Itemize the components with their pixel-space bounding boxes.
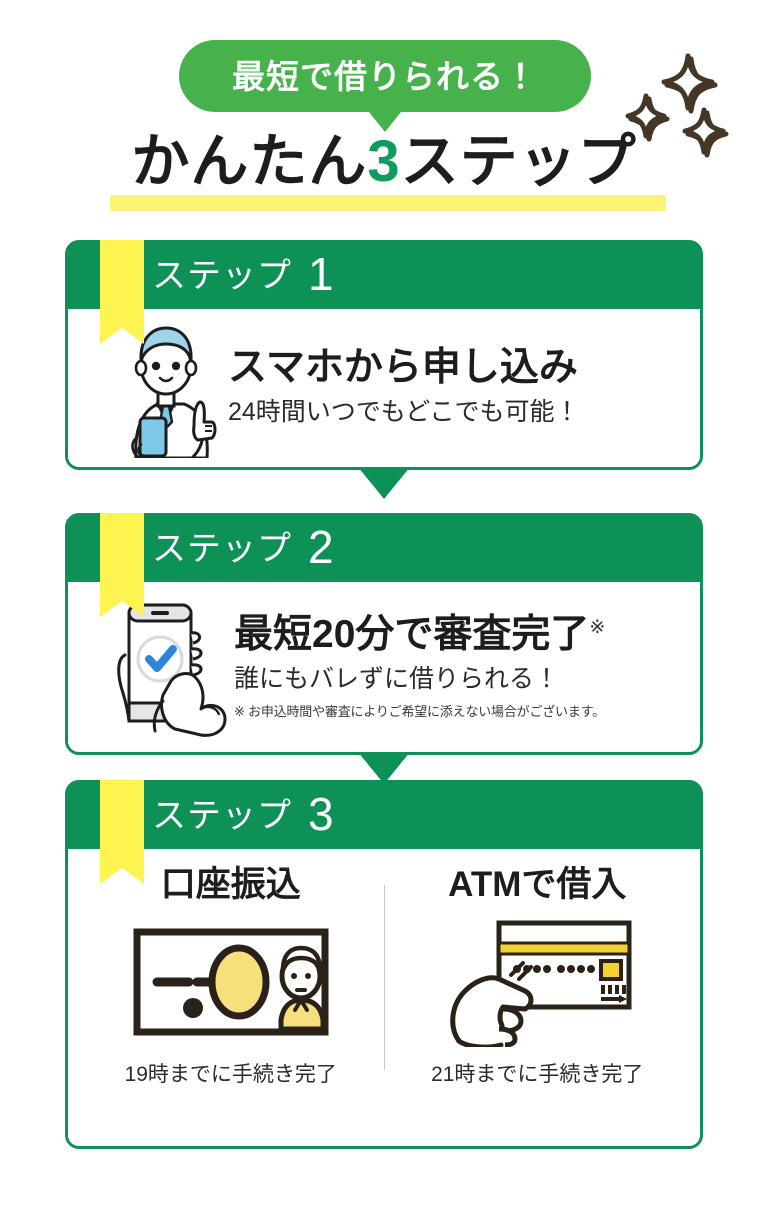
step-card-1-label: ステップ (152, 257, 292, 295)
callout-bubble: 最短で借りられる！ (179, 40, 591, 132)
step-card-2-header: ステップ 2 (68, 516, 700, 582)
step-card-2-number: 2 (308, 521, 334, 573)
step-card-3: ステップ 3 口座振込 (65, 780, 703, 1149)
step-card-1-header: ステップ 1 (68, 243, 700, 309)
header: 最短で借りられる！ かんたん3 (0, 0, 768, 226)
step-card-1-body: スマホから申し込み 24時間いつでもどこでも可能！ (68, 309, 700, 467)
step-card-2-texts: 最短20分で審査完了※ 誰にもバレずに借りられる！ ※ お申込時間や審査によりご… (234, 612, 684, 720)
ribbon-bookmark-1 (100, 240, 144, 344)
title-highlight-band (110, 195, 666, 211)
banknote-icon (131, 916, 331, 1048)
page-title-wrap: かんたん3ステップ (0, 133, 768, 218)
sparkle-group-icon (625, 53, 729, 158)
option-bank-transfer-caption: 19時までに手続き完了 (124, 1063, 337, 1086)
step-card-2-body: 最短20分で審査完了※ 誰にもバレずに借りられる！ ※ お申込時間や審査によりご… (68, 582, 700, 752)
sparkle-icon-large (661, 53, 718, 114)
hand-holding-card-icon (437, 916, 637, 1048)
sparkle-icon-small (682, 107, 729, 158)
page-title-prefix: かんたん (131, 129, 368, 194)
step-card-2-fineprint: ※ お申込時間や審査によりご希望に添えない場合がございます。 (234, 704, 605, 720)
step-card-2: ステップ 2 (65, 513, 703, 784)
sparkles-decoration (620, 50, 750, 160)
option-atm-withdrawal: ATMで借入 (385, 867, 691, 1088)
step-card-3-columns: 口座振込 (78, 867, 690, 1088)
page-title: かんたん3ステップ (0, 133, 768, 191)
page-title-number: 3 (367, 129, 401, 194)
option-atm-withdrawal-title: ATMで借入 (448, 865, 627, 904)
step-card-3-body: 口座振込 (68, 849, 700, 1146)
step-card-1-texts: スマホから申し込み 24時間いつでもどこでも可能！ (228, 346, 678, 428)
step-card-2-headline: 最短20分で審査完了※ (234, 612, 684, 657)
callout-bubble-text: 最短で借りられる！ (232, 57, 538, 95)
step-card-1-headline: スマホから申し込み (228, 346, 578, 390)
step-card-1-number: 1 (308, 248, 334, 300)
step-card-3-number: 3 (308, 788, 334, 840)
smartphone-tap-check-icon (98, 597, 234, 737)
option-bank-transfer: 口座振込 (78, 867, 384, 1088)
ribbon-bookmark-2 (100, 513, 144, 617)
option-bank-transfer-title: 口座振込 (160, 865, 301, 904)
sparkle-icon-left (625, 93, 670, 142)
column-divider (383, 885, 385, 1070)
page-title-suffix: ステップ (400, 129, 637, 194)
step-card-2-note-mark: ※ (589, 616, 606, 638)
ribbon-bookmark-3 (100, 780, 144, 884)
step-card-2-label: ステップ (152, 530, 292, 568)
step-card-1: ステップ 1 (65, 240, 703, 499)
step-card-2-headline-text: 最短20分で審査完了 (234, 612, 590, 656)
step-card-2-subline: 誰にもバレずに借りられる！ (234, 664, 560, 693)
step-card-3-label: ステップ (152, 797, 292, 835)
callout-bubble-tail (369, 112, 401, 132)
connector-arrow-2 (358, 752, 410, 784)
step-card-1-subline: 24時間いつでもどこでも可能！ (228, 398, 580, 427)
option-atm-withdrawal-caption: 21時までに手続き完了 (431, 1063, 644, 1086)
person-pointing-with-smartphone-icon (102, 318, 228, 458)
step-card-3-header: ステップ 3 (68, 783, 700, 849)
connector-arrow-1 (358, 467, 410, 499)
